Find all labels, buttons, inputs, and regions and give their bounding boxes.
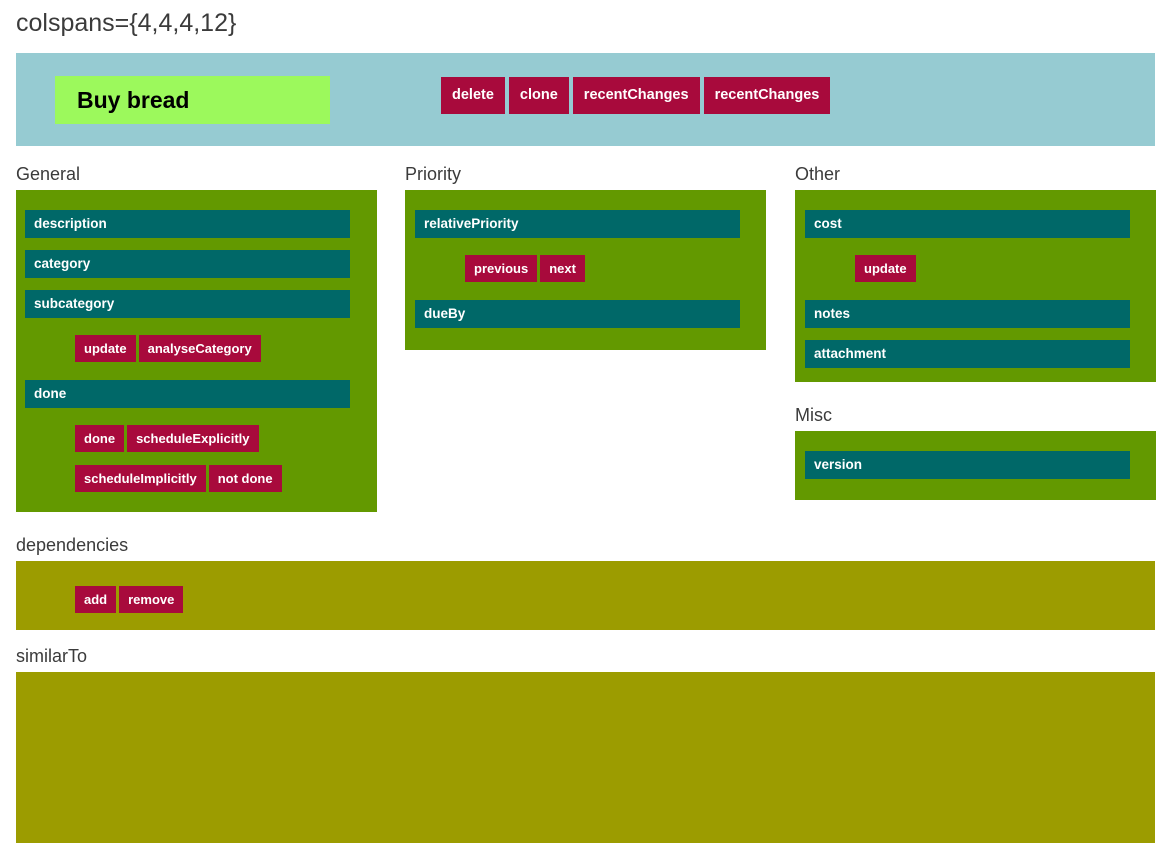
recent-changes-button-1[interactable]: recentChanges	[572, 77, 700, 114]
next-button[interactable]: next	[540, 255, 585, 282]
general-button-row-3: scheduleImplicitly not done	[75, 465, 282, 492]
task-title-text: Buy bread	[77, 86, 190, 113]
panel-similar-to	[16, 672, 1155, 843]
remove-dependency-button[interactable]: remove	[119, 586, 184, 613]
analyse-category-button[interactable]: analyseCategory	[138, 335, 261, 362]
field-cost[interactable]: cost	[805, 210, 1130, 238]
section-label-general: General	[16, 164, 81, 184]
field-due-by[interactable]: dueBy	[415, 300, 740, 328]
previous-button[interactable]: previous	[465, 255, 538, 282]
field-done[interactable]: done	[25, 380, 350, 408]
clone-button[interactable]: clone	[508, 77, 569, 114]
add-dependency-button[interactable]: add	[75, 586, 117, 613]
section-label-other: Other	[795, 164, 841, 184]
field-subcategory[interactable]: subcategory	[25, 290, 350, 318]
field-version[interactable]: version	[805, 451, 1130, 479]
field-attachment[interactable]: attachment	[805, 340, 1130, 368]
schedule-implicitly-button[interactable]: scheduleImplicitly	[75, 465, 206, 492]
not-done-button[interactable]: not done	[208, 465, 282, 492]
done-button[interactable]: done	[75, 425, 125, 452]
panel-dependencies	[16, 561, 1155, 630]
section-label-dependencies: dependencies	[16, 535, 129, 555]
update-category-button[interactable]: update	[75, 335, 136, 362]
priority-button-row: previous next	[465, 255, 585, 282]
other-button-row: update	[855, 255, 916, 282]
schedule-explicitly-button[interactable]: scheduleExplicitly	[127, 425, 259, 452]
field-description[interactable]: description	[25, 210, 350, 238]
general-button-row-2: done scheduleExplicitly	[75, 425, 259, 452]
section-label-similar-to: similarTo	[16, 646, 88, 666]
update-cost-button[interactable]: update	[855, 255, 916, 282]
section-label-priority: Priority	[405, 164, 462, 184]
task-header-band: Buy bread delete clone recentChanges rec…	[16, 53, 1155, 146]
delete-button[interactable]: delete	[441, 77, 505, 114]
section-label-misc: Misc	[795, 405, 832, 425]
recent-changes-button-2[interactable]: recentChanges	[703, 77, 831, 114]
field-relative-priority[interactable]: relativePriority	[415, 210, 740, 238]
field-notes[interactable]: notes	[805, 300, 1130, 328]
header-action-buttons: delete clone recentChanges recentChanges	[441, 77, 831, 114]
task-title-box[interactable]: Buy bread	[55, 76, 330, 124]
field-category[interactable]: category	[25, 250, 350, 278]
general-button-row-1: update analyseCategory	[75, 335, 261, 362]
dependencies-button-row: add remove	[75, 586, 184, 613]
page-title: colspans={4,4,4,12}	[16, 9, 237, 37]
